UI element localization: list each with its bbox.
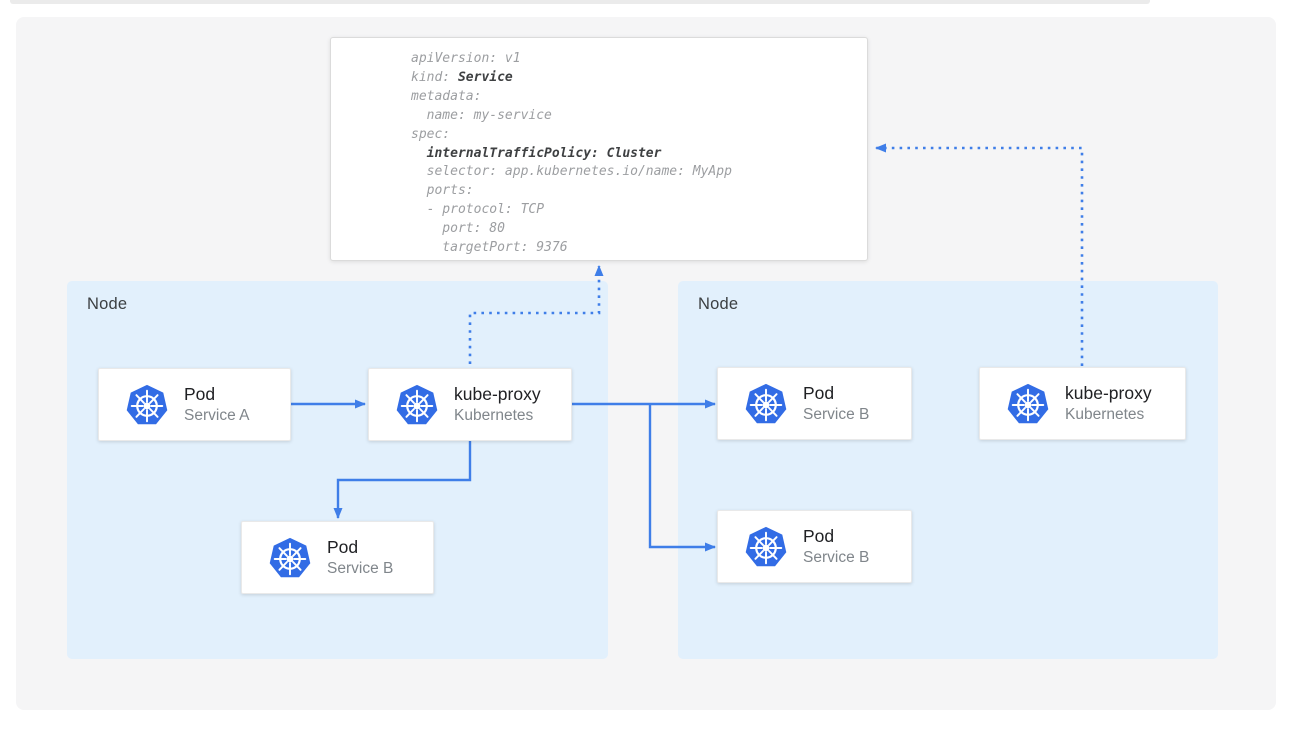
card-subtitle: Service A (184, 407, 250, 424)
card-title: kube-proxy (1065, 383, 1152, 403)
card-pod-service-a: Pod Service A (98, 368, 291, 441)
card-subtitle: Service B (803, 549, 870, 566)
node-label: Node (698, 295, 739, 313)
kubernetes-logo-icon (125, 383, 169, 427)
card-title: Pod (803, 383, 835, 403)
card-kube-proxy-left: kube-proxy Kubernetes (368, 368, 572, 441)
card-title: Pod (803, 526, 835, 546)
card-title: kube-proxy (454, 384, 541, 404)
node-box-right: Node (678, 281, 1218, 659)
kubernetes-logo-icon (744, 382, 788, 426)
card-pod-service-b-left: Pod Service B (241, 521, 434, 594)
kubernetes-logo-icon (1006, 382, 1050, 426)
card-title: Pod (327, 537, 359, 557)
node-box-left: Node (67, 281, 608, 659)
top-divider (10, 0, 1150, 4)
card-subtitle: Kubernetes (454, 407, 534, 424)
card-subtitle: Kubernetes (1065, 406, 1145, 423)
card-kube-proxy-right: kube-proxy Kubernetes (979, 367, 1186, 440)
kubernetes-logo-icon (395, 383, 439, 427)
card-pod-service-b-right-1: Pod Service B (717, 367, 912, 440)
card-pod-service-b-right-2: Pod Service B (717, 510, 912, 583)
kubernetes-logo-icon (744, 525, 788, 569)
card-subtitle: Service B (803, 406, 870, 423)
card-subtitle: Service B (327, 560, 394, 577)
kubernetes-logo-icon (268, 536, 312, 580)
node-label: Node (87, 295, 128, 313)
card-title: Pod (184, 384, 216, 404)
